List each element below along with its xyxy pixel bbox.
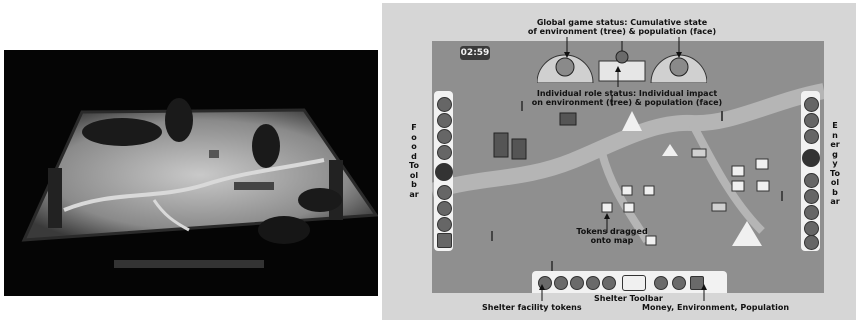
individual-status-line2: on environment (tree) & population (face… [531,98,723,107]
global-status-line2: of environment (tree) & population (face… [527,27,717,36]
money-indicator [654,276,668,290]
river-line [63,158,325,212]
energy-button-3[interactable] [804,129,819,144]
global-status-panel [537,41,707,83]
tokens-line1: Tokens dragged [576,227,648,236]
shelter-toolbar-label: Shelter Toolbar [594,294,663,303]
food-button-7[interactable] [437,201,452,216]
food-button-9[interactable] [437,233,452,248]
individual-status-annotation: Individual role status: Individual impac… [522,89,732,107]
food-button-1[interactable] [437,97,452,112]
food-button-6[interactable] [437,185,452,200]
global-status-line1: Global game status: Cumulative state [536,18,708,27]
face-icon [669,57,689,77]
mountain-icon-2 [732,221,762,246]
tabletop-photo [4,50,378,296]
tree-icon [555,57,575,77]
individual-status-line1: Individual role status: Individual impac… [536,89,718,98]
lightning-icon[interactable] [802,149,820,167]
money-environment-population-annotation: Money, Environment, Population [642,303,790,312]
tokens-line2: onto map [590,236,634,245]
energy-button-6[interactable] [804,189,819,204]
hand-3 [252,124,280,168]
energy-toolbar [801,91,820,251]
house-token [621,185,633,196]
table-surface [24,110,376,240]
game-timer: 02:59 [460,46,490,60]
food-toolbar-label: Food Toolbar [409,123,419,199]
food-button-3[interactable] [437,129,452,144]
shelter-tokens-annotation: Shelter facility tokens [482,303,582,312]
bottom-toolbar [114,260,264,268]
token-cluster-2 [731,165,745,177]
shelter-token-3[interactable] [570,276,584,290]
hand-4 [298,188,342,212]
tokens-dragged-annotation: Tokens dragged onto map [567,227,657,245]
energy-button-2[interactable] [804,113,819,128]
game-map [429,41,826,293]
food-button-8[interactable] [437,217,452,232]
house-icon[interactable] [622,275,646,291]
shelter-token-2[interactable] [554,276,568,290]
energy-button-9[interactable] [804,235,819,250]
tabletop-photo-drawing [21,98,378,268]
map-token-row [234,182,274,190]
energy-toolbar-label: Energy Toolbar [830,121,840,206]
token-cluster-1 [493,132,509,158]
annotation-arrows [539,37,707,301]
global-status-annotation: Global game status: Cumulative state of … [502,18,742,36]
energy-button-1[interactable] [804,97,819,112]
food-toolbar [434,91,453,251]
population-indicator [690,276,704,290]
river [429,83,826,199]
shelter-token-5[interactable] [602,276,616,290]
energy-button-7[interactable] [804,205,819,220]
left-toolbar [48,168,62,228]
food-button-4[interactable] [437,145,452,160]
fork-knife-icon[interactable] [435,163,453,181]
hand-2 [165,98,193,142]
shelter-token-4[interactable] [586,276,600,290]
mountain-icon [622,111,642,131]
hand-1 [82,118,162,146]
environment-indicator [672,276,686,290]
energy-button-5[interactable] [804,173,819,188]
map-drawing [429,83,826,281]
annotated-game-diagram: Global game status: Cumulative state of … [382,3,856,320]
shelter-toolbar [532,271,727,293]
food-button-2[interactable] [437,113,452,128]
